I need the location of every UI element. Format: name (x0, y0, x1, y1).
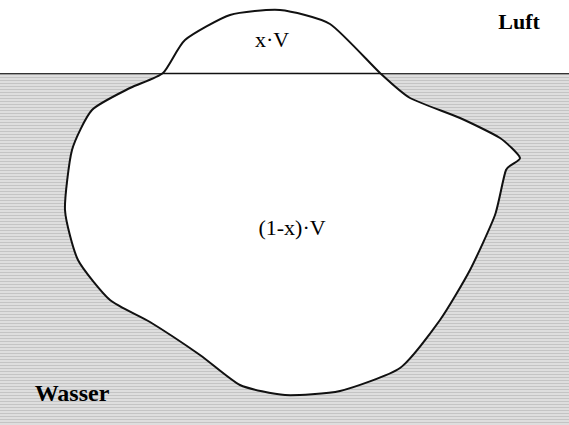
volume-label: x·V (255, 29, 289, 51)
medium-label: Wasser (35, 381, 110, 405)
iceberg-body-shape (55, 0, 530, 405)
volume-label: (1-x)·V (258, 217, 325, 239)
iceberg-body: x·V (1-x)·V (55, 0, 530, 405)
medium-label: Luft (498, 11, 540, 33)
